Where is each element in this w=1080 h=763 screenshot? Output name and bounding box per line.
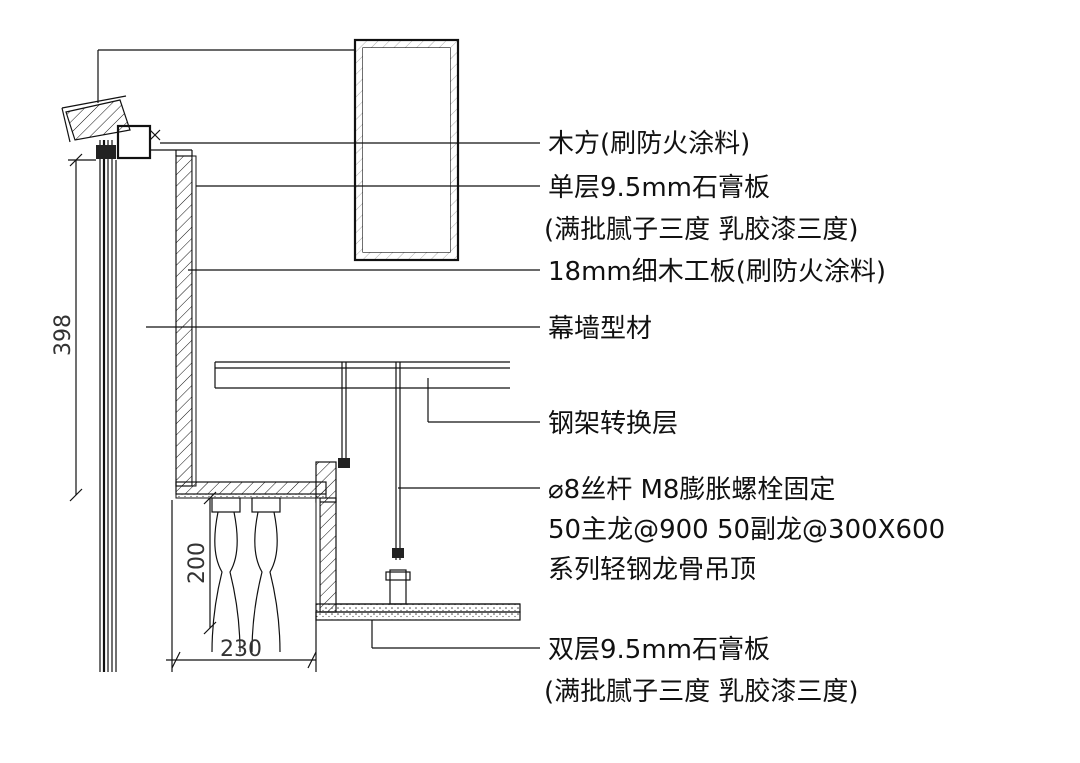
label-double-gypsum-2: (满批腻子三度 乳胶漆三度) <box>544 677 859 707</box>
dim-200-text: 200 <box>185 542 210 584</box>
label-curtain-profile: 幕墙型材 <box>548 314 652 344</box>
label-single-gypsum-1: 单层9.5mm石膏板 <box>548 173 770 203</box>
step-boards <box>175 461 521 621</box>
dim-230-text: 230 <box>220 637 262 662</box>
steel-tube <box>353 38 460 262</box>
dimension-230 <box>166 500 317 672</box>
vertical-board <box>150 149 197 487</box>
label-plywood: 18mm细木工板(刷防火涂料) <box>548 257 886 287</box>
label-rod-2: 50主龙@900 50副龙@300X600 <box>548 515 945 545</box>
label-steel-transfer: 钢架转换层 <box>548 409 678 439</box>
label-double-gypsum-1: 双层9.5mm石膏板 <box>548 635 770 665</box>
label-rod-1: ⌀8丝杆 M8膨胀螺栓固定 <box>548 475 835 505</box>
dimension-398 <box>68 153 96 502</box>
label-rod-3: 系列轻钢龙骨吊顶 <box>548 555 756 585</box>
dimension-200 <box>203 491 217 635</box>
label-single-gypsum-2: (满批腻子三度 乳胶漆三度) <box>544 215 859 245</box>
label-wood-batten: 木方(刷防火涂料) <box>548 129 750 159</box>
leader-lines <box>146 142 540 649</box>
dim-398-text: 398 <box>51 314 76 356</box>
hanger-rods <box>338 362 411 605</box>
recessed-light-fixture <box>211 497 281 653</box>
curtain-wall-profile <box>61 49 355 672</box>
steel-transfer-frame <box>214 361 510 389</box>
